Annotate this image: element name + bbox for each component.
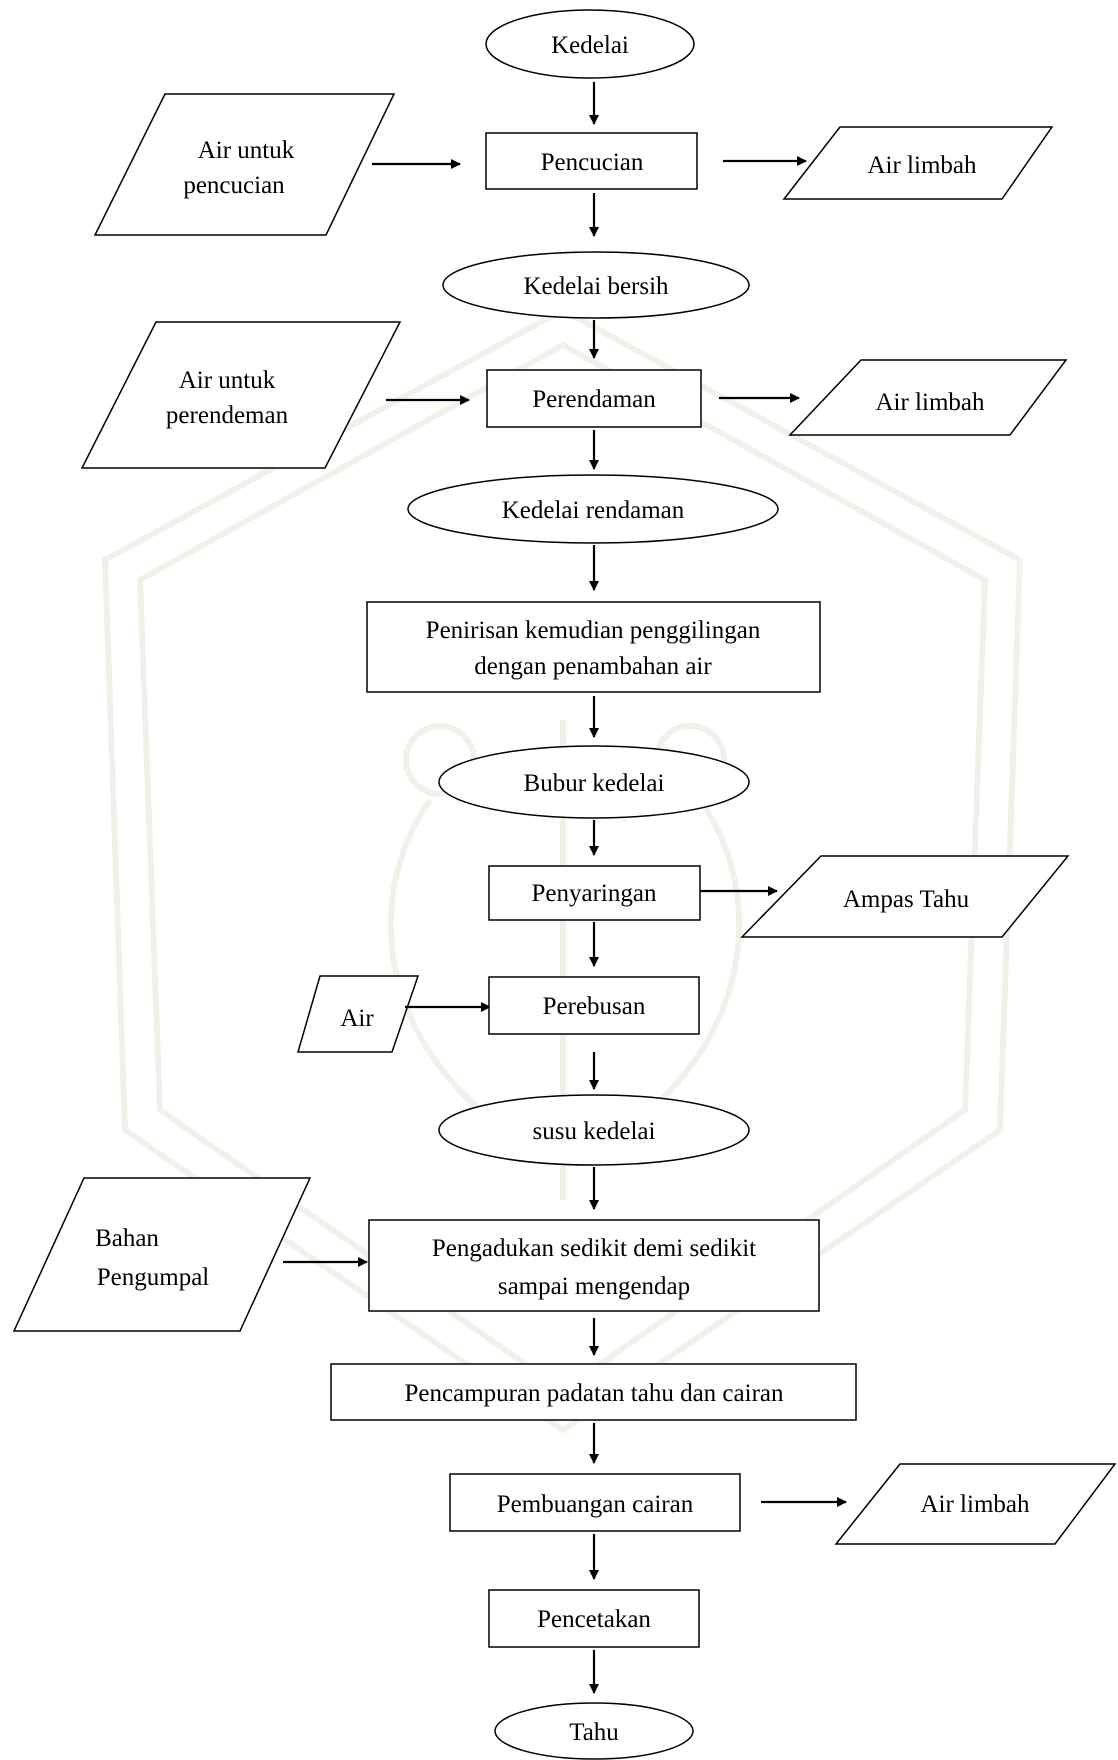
filtering-output: Ampas Tahu <box>740 855 1070 938</box>
mixing-label: Pencampuran padatan tahu dan cairan <box>405 1380 784 1407</box>
molding-label: Pencetakan <box>537 1606 651 1633</box>
boiling-process: Perebusan <box>488 976 700 1035</box>
grinding-line-2: dengan penambahan air <box>474 653 712 680</box>
soaking-input: Air untuk perendeman <box>80 321 402 469</box>
draining-process: Pembuangan cairan <box>449 1473 741 1532</box>
washing-input: Air untuk pencucian <box>93 93 396 236</box>
soaked-soybean-label: Kedelai rendaman <box>502 497 685 524</box>
draining-output-label: Air limbah <box>920 1491 1030 1518</box>
end-terminal: Tahu <box>494 1702 694 1760</box>
soaking-output: Air limbah <box>788 359 1068 436</box>
soaked-soybean-state: Kedelai rendaman <box>407 474 779 544</box>
end-label: Tahu <box>569 1719 619 1746</box>
clean-soybean-state: Kedelai bersih <box>442 251 750 319</box>
slurry-state: Bubur kedelai <box>438 745 750 819</box>
boiling-input: Air <box>297 975 420 1053</box>
stirring-process: Pengadukan sedikit demi sedikit sampai m… <box>368 1219 820 1312</box>
draining-process-label: Pembuangan cairan <box>497 1491 694 1518</box>
washing-output-label: Air limbah <box>867 152 977 179</box>
soaking-input-line-1: Air untuk <box>179 367 276 394</box>
boiling-process-label: Perebusan <box>543 993 646 1020</box>
soy-milk-label: susu kedelai <box>533 1118 656 1145</box>
clean-soybean-label: Kedelai bersih <box>523 273 669 300</box>
start-label: Kedelai <box>551 32 629 59</box>
soaking-process: Perendaman <box>486 369 702 428</box>
soaking-output-label: Air limbah <box>875 389 985 416</box>
molding-process: Pencetakan <box>488 1589 700 1648</box>
washing-process: Pencucian <box>485 132 698 190</box>
slurry-label: Bubur kedelai <box>524 770 665 797</box>
soaking-process-label: Perendaman <box>532 386 656 413</box>
filtering-output-label: Ampas Tahu <box>843 886 970 913</box>
boiling-input-label: Air <box>340 1005 374 1032</box>
soaking-input-line-2: perendeman <box>166 402 289 429</box>
start-terminal: Kedelai <box>485 9 695 79</box>
stirring-line-1: Pengadukan sedikit demi sedikit <box>432 1235 756 1262</box>
soy-milk-state: susu kedelai <box>438 1094 750 1166</box>
filtering-process-label: Penyaringan <box>532 880 657 907</box>
coagulant-line-2: Pengumpal <box>97 1264 210 1291</box>
washing-process-label: Pencucian <box>541 149 644 176</box>
coagulant-line-1: Bahan <box>95 1225 159 1252</box>
grinding-line-1: Penirisan kemudian penggilingan <box>426 617 761 644</box>
mixing-process: Pencampuran padatan tahu dan cairan <box>330 1363 857 1421</box>
washing-output: Air limbah <box>782 126 1054 200</box>
draining-output: Air limbah <box>834 1463 1117 1545</box>
coagulant-input: Bahan Pengumpal <box>12 1177 312 1332</box>
stirring-line-2: sampai mengendap <box>498 1273 690 1300</box>
grinding-process: Penirisan kemudian penggilingan dengan p… <box>366 601 821 693</box>
washing-input-line-1: Air untuk <box>198 137 295 164</box>
washing-input-line-2: pencucian <box>183 172 285 199</box>
filtering-process: Penyaringan <box>488 865 701 921</box>
